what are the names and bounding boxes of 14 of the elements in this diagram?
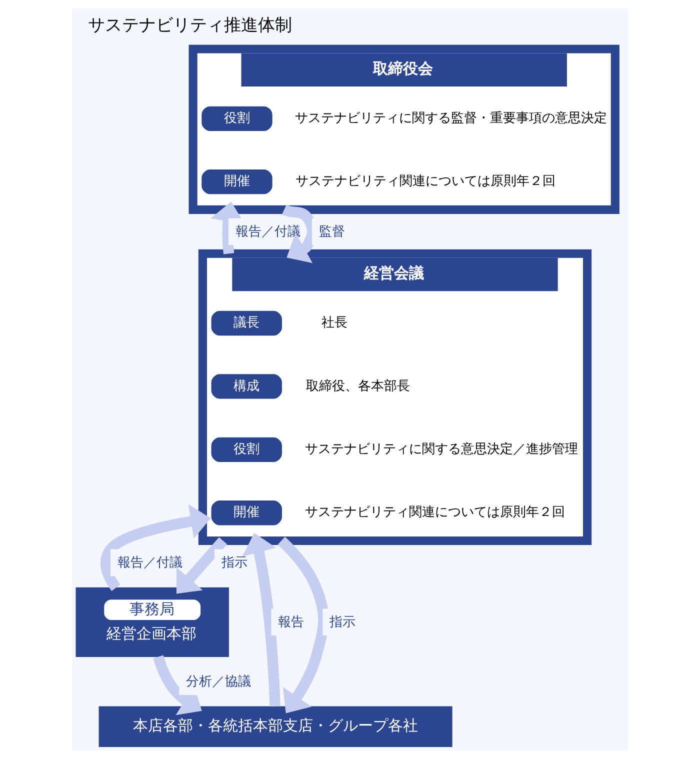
diagram-title: サステナビリティ推進体制 [88, 16, 292, 36]
edge-label: 指示 [330, 615, 356, 630]
node-label: 取締役、各本部長 [306, 378, 410, 394]
edge-label: 分析／協議 [186, 674, 252, 690]
node-label: サステナビリティ関連については原則年２回 [296, 174, 556, 190]
edge-label: 報告／付議 [118, 556, 183, 571]
edge-label: 報告 [278, 615, 304, 630]
edge-label: 監督 [318, 224, 345, 240]
node-label: サステナビリティに関する監督・重要事項の意思決定 [295, 110, 608, 126]
node-label: 社長 [321, 316, 348, 331]
node-label: サステナビリティに関する意思決定／進捗管理 [305, 442, 578, 457]
edge-label: 指示 [221, 556, 248, 571]
edge-label: 報告／付議 [235, 224, 300, 240]
node-label: サステナビリティ関連については原則年２回 [305, 505, 566, 520]
